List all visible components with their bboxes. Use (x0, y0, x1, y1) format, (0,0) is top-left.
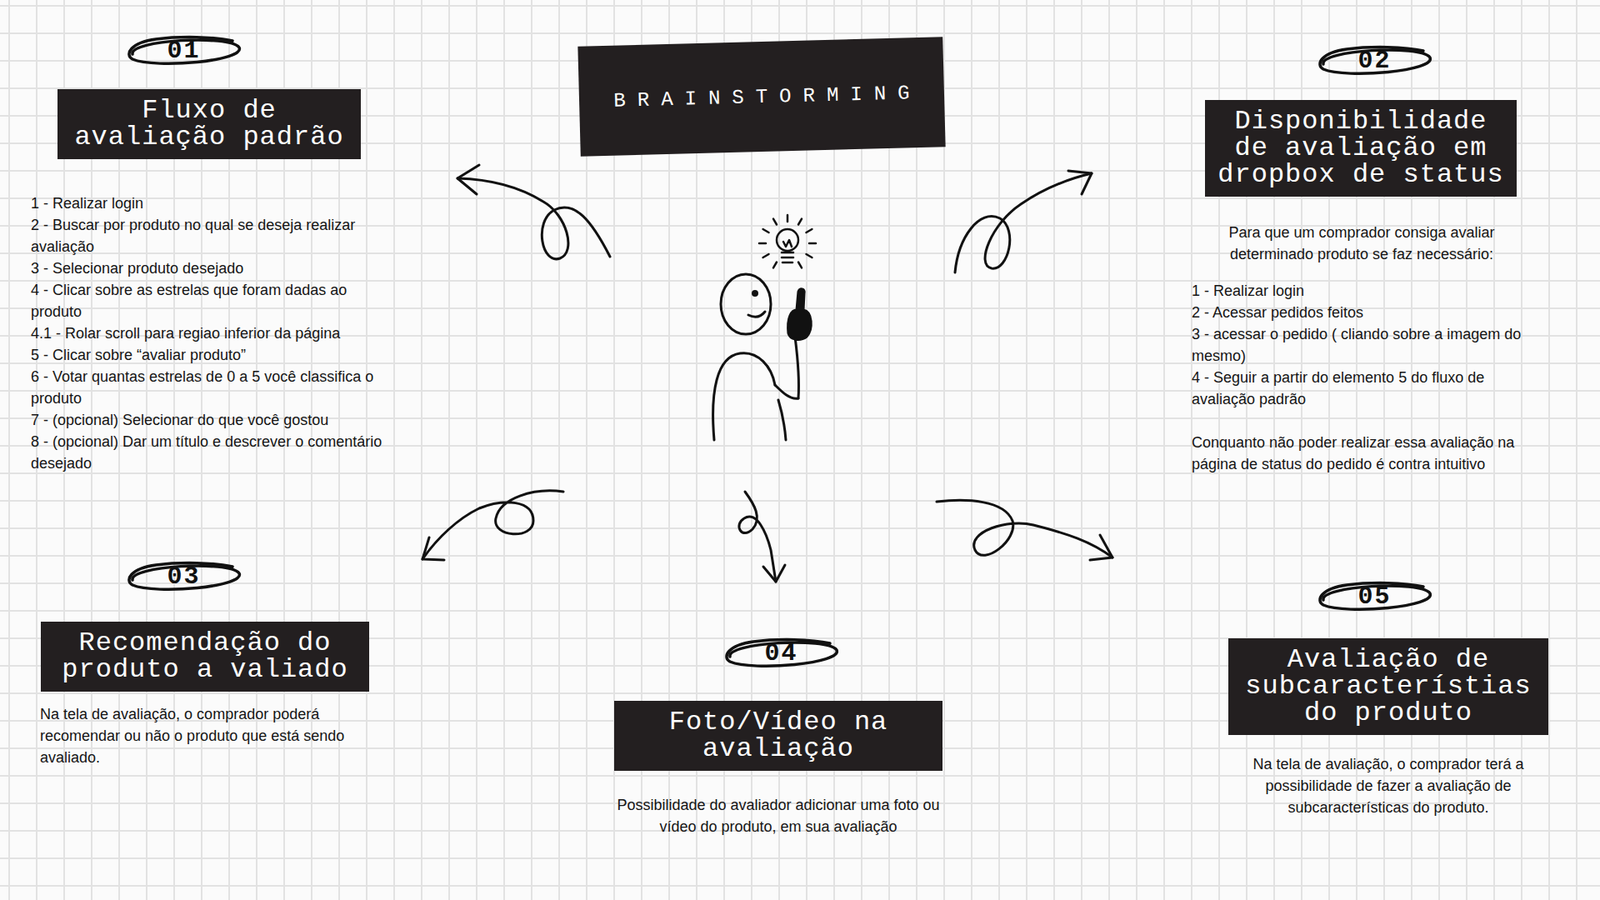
body-text: 4 - Seguir a partir do elemento 5 do flu… (1191, 366, 1534, 410)
body-text: 5 - Clicar sobre “avaliar produto” (30, 344, 390, 366)
body-text: Na tela de avaliação, o comprador terá a… (1234, 753, 1543, 819)
body-text: 2 - Buscar por produto no qual se deseja… (30, 214, 390, 258)
body-text: 4.1 - Rolar scroll para regiao inferior … (30, 322, 390, 345)
section-node: Fluxo de avaliação padrão1 - Realizar lo… (57, 89, 361, 160)
body-text: 3 - Selecionar produto desejado (30, 257, 390, 280)
section-title-box: Avaliação de subcaracterístias do produt… (1228, 638, 1549, 735)
body-text: 8 - (opcional) Dar um título e descrever… (30, 430, 390, 475)
callout-number: 01 (122, 32, 245, 70)
callout-oval: 04 (720, 635, 843, 673)
callout-number: 05 (1313, 578, 1436, 616)
body-text: Possibilidade do avaliador adicionar uma… (611, 794, 945, 838)
body-text: 4 - Clicar sobre as estrelas que foram d… (30, 279, 390, 323)
lightbulb-icon (759, 215, 816, 268)
callout-oval: 02 (1313, 42, 1436, 80)
section-title: Avaliação de subcaracterístias do produt… (1245, 644, 1531, 729)
section-body: Na tela de avaliação, o comprador terá a… (1234, 753, 1543, 819)
callout-oval: 01 (122, 32, 245, 70)
body-text: Conquanto não poder realizar essa avalia… (1191, 431, 1534, 475)
section-node: Foto/Vídeo na avaliaçãoPossibilidade do … (614, 700, 943, 771)
body-text: 3 - acessar o pedido ( cliando sobre a i… (1191, 323, 1534, 367)
section-title: Foto/Vídeo na avaliação (669, 706, 889, 765)
callout-number: 03 (122, 558, 245, 596)
person-figure (713, 274, 812, 440)
section-title: Recomendação do produto a valiado (61, 627, 348, 685)
body-text: 6 - Votar quantas estrelas de 0 a 5 você… (30, 365, 390, 410)
section-body: Na tela de avaliação, o comprador poderá… (40, 703, 382, 769)
section-node: Recomendação do produto a valiadoNa tela… (40, 621, 370, 692)
section-title-box: Recomendação do produto a valiado (40, 621, 370, 692)
curly-arrow (936, 500, 1113, 560)
section-node: Avaliação de subcaracterístias do produt… (1228, 638, 1549, 735)
title-text: BRAINSTORMING (601, 80, 922, 112)
section-title: Disponibilidade de avaliação em dropbox … (1217, 105, 1504, 190)
title-box: BRAINSTORMING (577, 36, 945, 156)
section-body: 1 - Realizar login2 - Buscar por produto… (30, 192, 390, 475)
curly-arrow (457, 165, 610, 260)
body-text: 1 - Realizar login (1191, 280, 1534, 302)
section-title-box: Disponibilidade de avaliação em dropbox … (1205, 100, 1517, 197)
curly-arrow (955, 170, 1092, 273)
callout-number: 04 (720, 635, 843, 673)
curly-arrow (739, 491, 785, 582)
callout-number: 02 (1313, 42, 1436, 80)
section-title: Fluxo de avaliação padrão (74, 95, 344, 153)
section-title-box: Foto/Vídeo na avaliação (614, 700, 943, 771)
section-body: Possibilidade do avaliador adicionar uma… (611, 794, 945, 838)
body-text: Na tela de avaliação, o comprador poderá… (40, 703, 382, 769)
body-text: 7 - (opcional) Selecionar do que você go… (30, 409, 390, 431)
body-text: Para que um comprador consiga avaliar de… (1211, 221, 1512, 265)
section-body: Para que um comprador consiga avaliar de… (1191, 221, 1534, 475)
body-text: 1 - Realizar login (30, 192, 390, 215)
curly-arrow (422, 490, 564, 560)
callout-oval: 03 (122, 558, 245, 596)
section-node: Disponibilidade de avaliação em dropbox … (1205, 100, 1517, 197)
callout-oval: 05 (1313, 578, 1436, 616)
section-title-box: Fluxo de avaliação padrão (57, 89, 361, 160)
body-text: 2 - Acessar pedidos feitos (1191, 301, 1534, 324)
